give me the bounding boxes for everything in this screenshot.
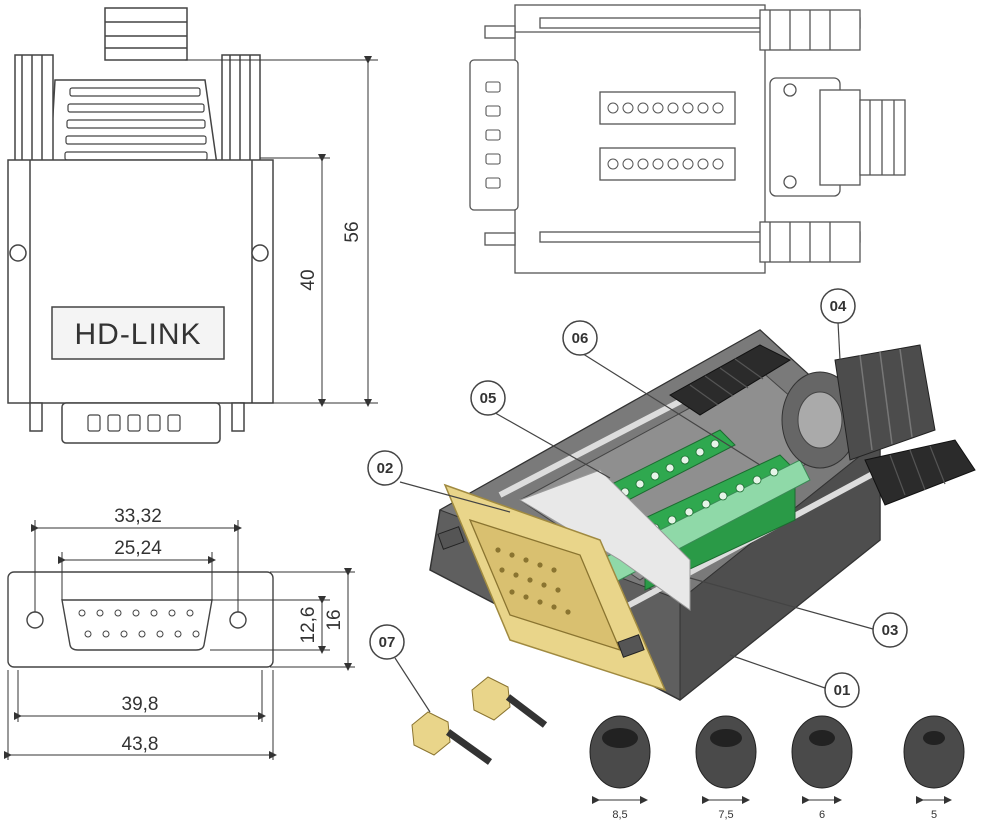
- bottom-view-dimensions: [4, 520, 355, 760]
- callout-01: 01: [824, 672, 860, 708]
- grommet-size-2: 7,5: [718, 809, 733, 821]
- grommet-3: 6: [791, 715, 853, 821]
- top-view: [469, 4, 906, 274]
- grommet-set: 8,5 7,5 6 5: [589, 715, 965, 821]
- standoff-screws: [411, 676, 548, 765]
- svg-text:01: 01: [834, 682, 851, 699]
- brand-label: HD-LINK: [74, 318, 201, 351]
- callout-03: 03: [872, 612, 908, 648]
- svg-text:04: 04: [830, 298, 847, 315]
- assembly-view: [429, 329, 976, 702]
- callout-leaders: [394, 321, 874, 713]
- callout-02: 02: [367, 450, 403, 486]
- grommet-2: 7,5: [695, 715, 757, 821]
- grommet-size-3: 6: [819, 809, 825, 821]
- svg-text:07: 07: [379, 634, 396, 651]
- front-view-dimensions: [185, 56, 378, 407]
- svg-text:06: 06: [572, 330, 589, 347]
- callout-07: 07: [369, 624, 405, 660]
- bottom-view: [7, 571, 274, 668]
- dim-total-width: 43,8: [122, 734, 159, 755]
- dim-shell-height: 12,6: [298, 607, 319, 644]
- grommet-size-4: 5: [931, 809, 937, 821]
- callout-05: 05: [470, 380, 506, 416]
- svg-text:05: 05: [480, 390, 497, 407]
- grommet-size-1: 8,5: [612, 809, 627, 821]
- dim-total-height: 16: [324, 609, 345, 630]
- dim-height-total: 56: [342, 221, 363, 242]
- callout-04: 04: [820, 288, 856, 324]
- svg-text:02: 02: [377, 460, 394, 477]
- callout-06: 06: [562, 320, 598, 356]
- dim-shell-inner: 25,24: [114, 538, 162, 559]
- svg-text:03: 03: [882, 622, 899, 639]
- grommet-4: 5: [903, 715, 965, 821]
- grommet-1: 8,5: [589, 715, 651, 821]
- front-view: [7, 7, 274, 444]
- dim-pin-span: 33,32: [114, 506, 162, 527]
- dim-height-body: 40: [298, 269, 319, 290]
- dim-flange-holes: 39,8: [122, 694, 159, 715]
